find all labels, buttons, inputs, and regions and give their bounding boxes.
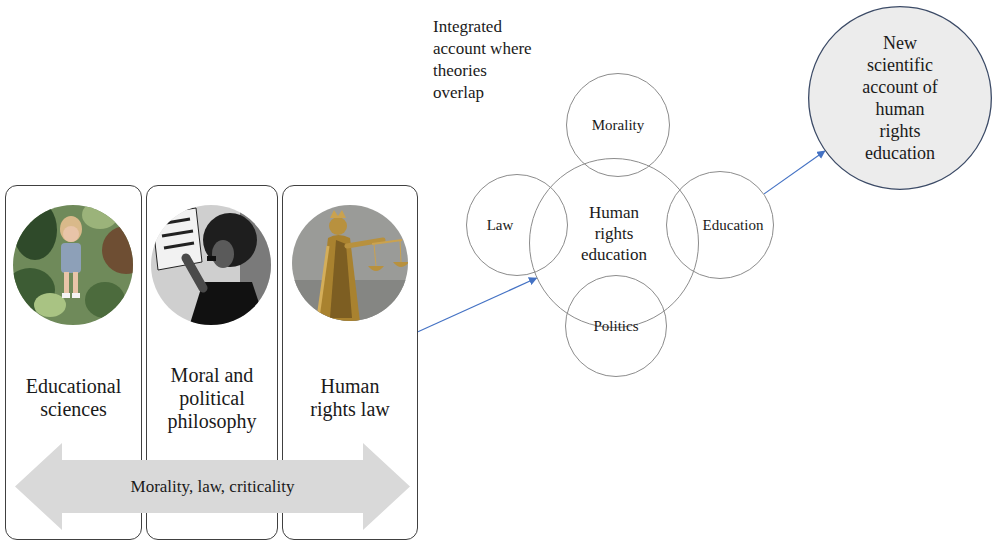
outcome-circle: New scientific account of human rights e…: [808, 6, 992, 190]
circle-shape: [530, 159, 699, 328]
theory-circle: Politics: [565, 275, 667, 377]
node-text: Morality: [573, 116, 663, 134]
face: [63, 226, 79, 242]
photo-background: [150, 200, 275, 330]
sword: [318, 246, 328, 318]
scale-chain: [400, 240, 401, 262]
node-text: Law: [480, 216, 520, 234]
scale-beam: [372, 240, 402, 244]
circle-shape: [566, 276, 667, 377]
leaf: [13, 200, 57, 260]
theory-circle: Education: [666, 171, 774, 279]
sign-writing: [164, 243, 194, 248]
circle-shape: [567, 74, 670, 177]
shoe: [72, 293, 80, 298]
sign-writing: [162, 231, 193, 236]
sign-writing: [160, 219, 190, 224]
theory-circle: Morality: [566, 73, 670, 177]
photo-child-plants: [5, 200, 150, 330]
leg: [73, 272, 78, 294]
photo-protester: [150, 200, 275, 330]
theory-circle: Law: [466, 174, 568, 276]
scale-pan: [393, 262, 409, 267]
protest-sign: [152, 208, 202, 270]
leaf: [82, 201, 118, 229]
leaf: [85, 282, 125, 318]
pot: [102, 226, 150, 274]
face: [212, 240, 234, 268]
circle-outline: [529, 158, 699, 328]
photo-background: [290, 203, 410, 323]
circle-shape: [467, 175, 568, 276]
shoe: [62, 293, 70, 298]
scale-chain: [374, 244, 376, 266]
node-text: Education: [698, 216, 768, 234]
connector-arrow: [418, 278, 537, 332]
microphone: [207, 256, 216, 261]
scale-pan: [368, 266, 384, 271]
hair: [203, 213, 257, 267]
statue-head: [329, 217, 347, 235]
node-text: Educational sciences: [10, 375, 137, 421]
circle-shape: [809, 7, 992, 190]
annotation-label: Integrated account where theories overla…: [433, 16, 537, 104]
photo-lady-justice: [290, 203, 410, 325]
node-text: New scientific account of human rights e…: [854, 32, 946, 164]
hair: [60, 216, 82, 242]
statue-body: [318, 235, 360, 322]
node-text: Morality, law, criticality: [68, 476, 358, 497]
torso: [61, 243, 81, 273]
node-text: Human rights education: [574, 202, 654, 265]
node-text: Human rights law: [300, 375, 400, 421]
statue-crown: [330, 210, 346, 218]
leg: [64, 272, 69, 294]
connector-arrow: [764, 151, 825, 194]
circle-outline: [466, 174, 568, 276]
raised-arm: [186, 258, 203, 288]
node-text: Politics: [576, 317, 656, 335]
node-text: Moral and political philosophy: [150, 364, 274, 433]
statue-robe: [330, 240, 352, 318]
double-arrow-shape: [15, 443, 410, 530]
leaf: [34, 293, 66, 317]
double-arrow-band: Morality, law, criticality: [15, 443, 410, 530]
circle-shape: [667, 172, 774, 279]
core-circle: Human rights education: [529, 158, 699, 328]
